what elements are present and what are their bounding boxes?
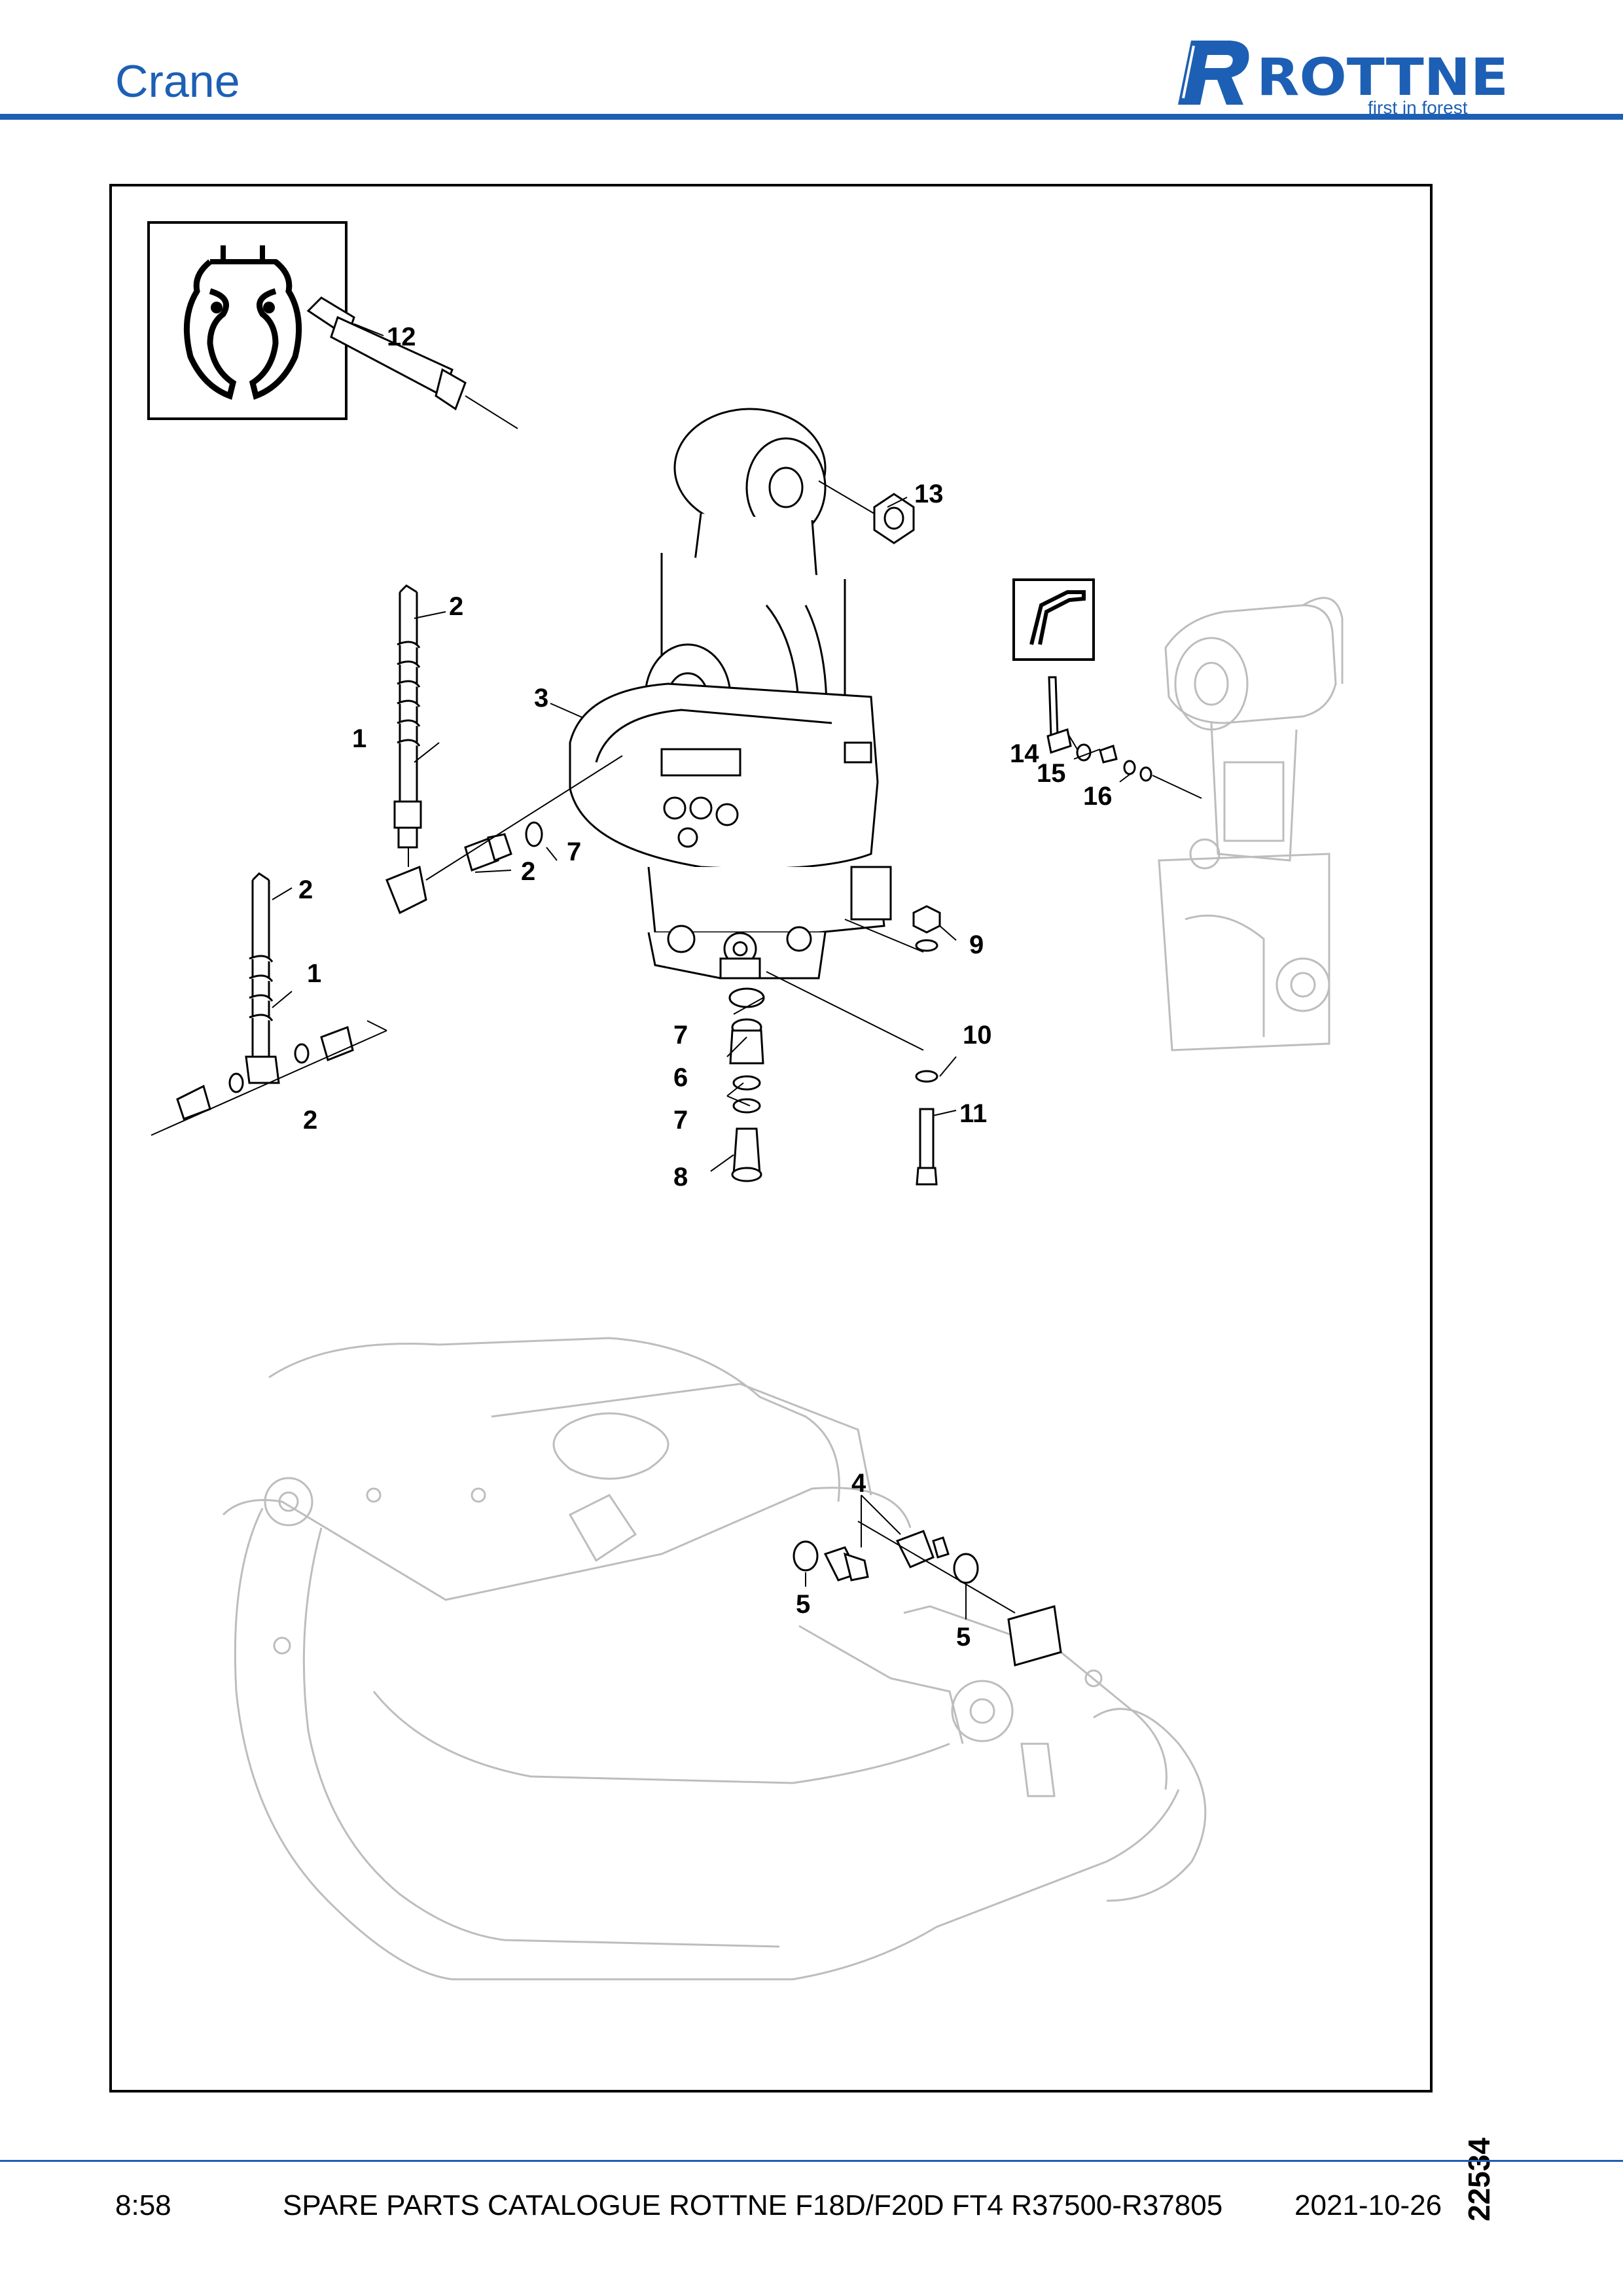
callout-7b: 7 [673, 1021, 688, 1050]
crane-arm-background-drawing [1158, 597, 1344, 1051]
rottne-r-mark-icon [1178, 41, 1249, 105]
callout-3: 3 [534, 684, 548, 713]
callout-leader-lines [272, 323, 1133, 1619]
crane-arm-icon [1012, 578, 1095, 661]
grapple-background-drawing [222, 1337, 1207, 1981]
callout-9: 9 [969, 930, 984, 959]
part-13-nut-drawing [818, 480, 915, 544]
part-12-pin-drawing [306, 296, 518, 429]
callout-11: 11 [959, 1099, 987, 1128]
callout-5a: 5 [796, 1590, 810, 1619]
callout-7a: 7 [567, 838, 581, 866]
rotator-assembly-drawing [569, 408, 892, 980]
callout-2b: 2 [521, 857, 535, 886]
callout-6: 6 [673, 1063, 688, 1092]
catalogue-title: SPARE PARTS CATALOGUE ROTTNE F18D/F20D F… [283, 2189, 1223, 2221]
page-title: Crane [115, 56, 240, 107]
footer-rule [0, 2160, 1623, 2162]
callout-12: 12 [387, 323, 416, 351]
fittings-14-16-drawing [1046, 676, 1202, 799]
grapple-icon [147, 221, 348, 420]
callout-5b: 5 [956, 1623, 971, 1651]
callout-2c: 2 [298, 875, 313, 904]
callout-8: 8 [673, 1163, 688, 1192]
callout-2a: 2 [449, 592, 463, 621]
exploded-parts-diagram: 12 13 2 3 1 7 2 2 1 2 9 10 7 6 7 8 11 14… [147, 221, 1344, 1981]
callout-labels: 12 13 2 3 1 7 2 2 1 2 9 10 7 6 7 8 11 14… [298, 323, 1113, 1651]
brand-name: ROTTNE [1257, 48, 1508, 107]
rotator-fittings-stack-drawing [728, 905, 941, 1186]
hose-assembly-upper-drawing [385, 584, 623, 915]
callout-7c: 7 [673, 1106, 688, 1135]
callout-10: 10 [963, 1021, 992, 1050]
drawing-number: 22534 [1462, 2138, 1496, 2221]
callout-14: 14 [1010, 739, 1039, 768]
callout-4: 4 [851, 1469, 866, 1498]
rottne-logo: ROTTNE first in forest [1178, 41, 1508, 118]
hose-assembly-lower-drawing [151, 872, 387, 1136]
page-number: 8:58 [115, 2189, 171, 2221]
callout-16: 16 [1083, 782, 1113, 811]
fittings-4-5-drawing [793, 1521, 1062, 1667]
header-rule [0, 114, 1623, 120]
callout-15: 15 [1037, 759, 1066, 788]
exploded-diagram-frame: 12 13 2 3 1 7 2 2 1 2 9 10 7 6 7 8 11 14… [109, 184, 1496, 2221]
callout-13: 13 [914, 480, 944, 508]
callout-2d: 2 [303, 1106, 317, 1135]
callout-1a: 1 [352, 724, 366, 753]
callout-1b: 1 [307, 959, 321, 988]
publication-date: 2021-10-26 [1294, 2189, 1442, 2221]
